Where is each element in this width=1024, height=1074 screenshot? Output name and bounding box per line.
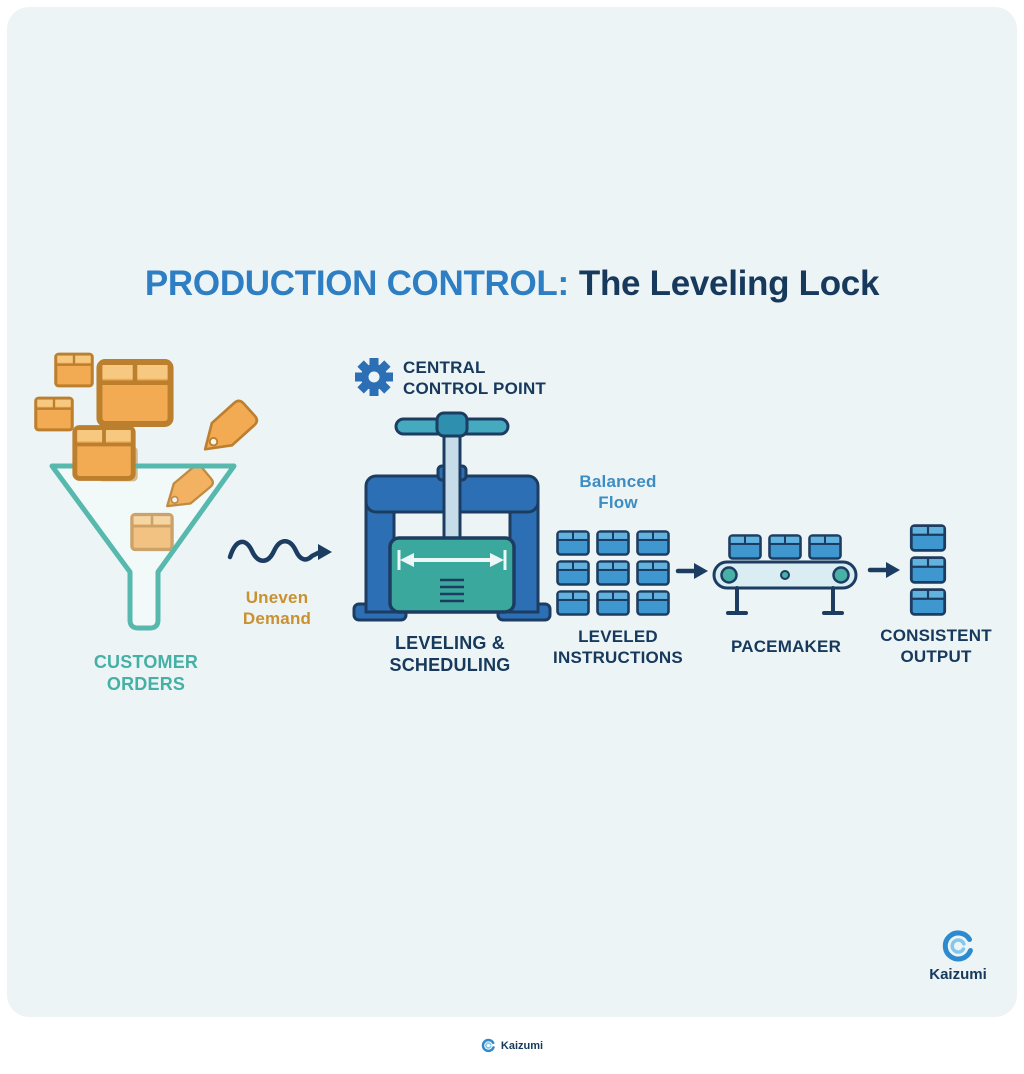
footer-brand-name: Kaizumi xyxy=(500,1039,544,1052)
brand-logo: Kaizumi xyxy=(929,928,987,983)
uneven-demand-label: Uneven Demand xyxy=(242,588,312,629)
pacemaker-label: PACEMAKER xyxy=(730,637,842,656)
brand-name: Kaizumi xyxy=(929,966,987,983)
infographic-canvas xyxy=(7,7,1017,1017)
title-rest: The Leveling Lock xyxy=(578,264,880,303)
central-control-point-label: CENTRAL CONTROL POINT xyxy=(403,358,547,399)
page-title: PRODUCTION CONTROL:The Leveling Lock xyxy=(144,264,880,304)
footer-brand-logo: Kaizumi xyxy=(481,1038,543,1053)
title-highlight: PRODUCTION CONTROL: xyxy=(144,264,569,303)
kaizumi-logo-icon xyxy=(942,930,973,962)
consistent-output-label: CONSISTENT OUTPUT xyxy=(880,626,992,667)
customer-orders-label: CUSTOMER ORDERS xyxy=(93,652,199,695)
leveled-instructions-label: LEVELED INSTRUCTIONS xyxy=(553,627,683,668)
kaizumi-logo-icon xyxy=(481,1038,495,1053)
balanced-flow-label: Balanced Flow xyxy=(579,472,657,513)
leveling-scheduling-label: LEVELING & SCHEDULING xyxy=(389,633,511,676)
